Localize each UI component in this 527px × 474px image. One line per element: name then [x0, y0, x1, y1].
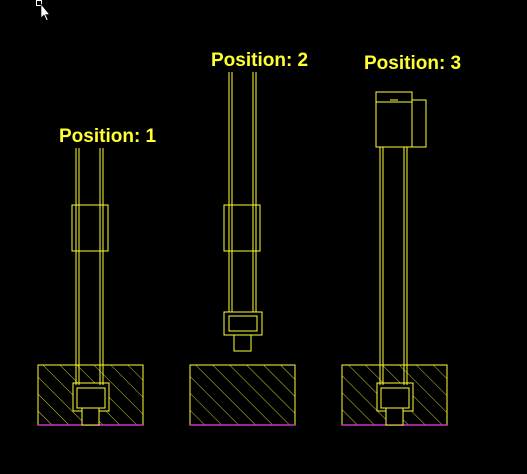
slider-block-1 — [71, 204, 109, 252]
position-2-label: Position: 2 — [211, 50, 309, 71]
assembly-position-2 — [189, 72, 296, 426]
top-head-3 — [375, 99, 427, 148]
position-1-label: Position: 1 — [59, 126, 157, 147]
assembly-position-1 — [37, 148, 144, 426]
mouse-cursor-icon — [36, 0, 51, 27]
assembly-position-3 — [341, 91, 448, 426]
base-block-2 — [189, 364, 296, 426]
position-3-label: Position: 3 — [364, 53, 462, 74]
socket-2 — [223, 311, 263, 336]
slider-block-2 — [223, 204, 261, 252]
